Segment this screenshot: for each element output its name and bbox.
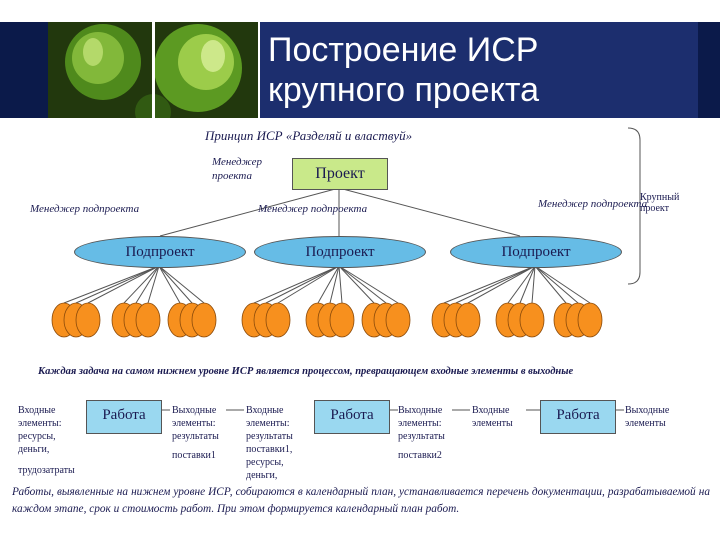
block2-output-line: поставки2 — [398, 450, 442, 461]
fan-line — [443, 265, 536, 304]
subproject-1: Подпроект — [74, 236, 246, 268]
fan-line — [158, 265, 205, 304]
bottom-paragraph: Работы, выявленные на нижнем уровне ИСР,… — [12, 486, 710, 515]
fan-line — [158, 265, 181, 304]
fan-line — [467, 265, 536, 304]
title-line-2: крупного проекта — [268, 71, 540, 109]
fan-line — [63, 265, 160, 304]
subproject-manager-right: Менеджер подпроекта — [538, 198, 648, 210]
block1-output-line: результаты — [172, 431, 219, 442]
block1-input: Входные элементы: ресурсы, деньги, трудо… — [18, 404, 75, 477]
block3-output: Выходные элементы — [625, 404, 669, 430]
green-leaf-photo — [48, 22, 260, 118]
task-leaf — [455, 302, 481, 338]
block1-output: Выходные элементы: результаты поставки1 — [172, 404, 219, 462]
fan-line — [87, 265, 160, 304]
spacer — [18, 456, 75, 464]
manager-project-line-2: проекта — [212, 170, 252, 182]
block1-input-line: деньги, — [18, 444, 50, 455]
large-project-label: Крупный проект — [640, 192, 679, 214]
task-leaf — [519, 302, 545, 338]
title-box — [258, 22, 698, 118]
block2-input-line: деньги, — [246, 470, 278, 481]
fan-line — [338, 265, 343, 304]
block2-input-line: Входные — [246, 405, 284, 416]
block2-input-line: ресурсы, — [246, 457, 284, 468]
block2-output-line: элементы: — [398, 418, 442, 429]
block1-output-line: Выходные — [172, 405, 217, 416]
block2-input-line: поставки1, — [246, 444, 293, 455]
fan-line — [317, 265, 340, 304]
subproject-2: Подпроект — [254, 236, 426, 268]
block1-output-line: элементы: — [172, 418, 216, 429]
block2-input-line: результаты — [246, 431, 293, 442]
block1-input-line: элементы: — [18, 418, 62, 429]
work-box-1: Работа — [86, 400, 162, 434]
task-leaf — [191, 302, 217, 338]
fan-line — [147, 265, 160, 304]
task-leaf — [265, 302, 291, 338]
slide-title: Построение ИСР крупного проекта — [268, 30, 688, 110]
work-box-3: Работа — [540, 400, 616, 434]
block2-output: Выходные элементы: результаты поставки2 — [398, 404, 445, 462]
principle-title: Принцип ИСР «Разделяй и властвуй» — [205, 128, 413, 143]
task-leaf — [577, 302, 603, 338]
fan-line — [265, 265, 340, 304]
task-leaf — [135, 302, 161, 338]
block1-output-line: поставки1 — [172, 450, 216, 461]
task-leaf — [385, 302, 411, 338]
task-leaf — [329, 302, 355, 338]
block1-input-line: трудозатраты — [18, 465, 75, 476]
fan-line — [534, 265, 579, 304]
fan-line — [75, 265, 160, 304]
large-project-line-1: Крупный — [640, 192, 680, 203]
large-project-line-2: проект — [640, 203, 670, 214]
title-line-1: Построение ИСР — [268, 31, 539, 69]
manager-project-label: Менеджер проекта — [212, 155, 262, 183]
block1-input-line: ресурсы, — [18, 431, 56, 442]
project-box: Проект — [292, 158, 388, 190]
fan-line — [135, 265, 160, 304]
block3-input: Входные элементы — [472, 404, 513, 430]
fan-line — [338, 265, 399, 304]
fan-line — [277, 265, 340, 304]
fan-line — [338, 265, 387, 304]
manager-project-line-1: Менеджер — [212, 156, 262, 168]
block3-output-line: элементы — [625, 418, 666, 429]
work-box-2: Работа — [314, 400, 390, 434]
fan-line — [531, 265, 536, 304]
task-leaf — [75, 302, 101, 338]
fan-line — [329, 265, 340, 304]
block3-input-line: Входные — [472, 405, 510, 416]
fan-line — [253, 265, 340, 304]
block3-output-line: Выходные — [625, 405, 670, 416]
fan-line — [534, 265, 567, 304]
block2-output-line: Выходные — [398, 405, 443, 416]
fan-line — [338, 265, 375, 304]
block2-input-line: элементы: — [246, 418, 290, 429]
block2-input: Входные элементы: результаты поставки1, … — [246, 404, 293, 482]
subproject-3: Подпроект — [450, 236, 622, 268]
subproject-manager-left: Менеджер подпроекта — [30, 203, 140, 215]
fan-line — [507, 265, 536, 304]
subproject-manager-center: Менеджер подпроекта — [258, 203, 368, 215]
block1-input-line: Входные — [18, 405, 56, 416]
fan-line — [534, 265, 591, 304]
fan-line — [519, 265, 536, 304]
process-caption: Каждая задача на самом нижнем уровне ИСР… — [38, 366, 574, 377]
block3-input-line: элементы — [472, 418, 513, 429]
fan-line — [455, 265, 536, 304]
block2-output-line: результаты — [398, 431, 445, 442]
fan-line — [123, 265, 160, 304]
fan-line — [158, 265, 193, 304]
slide-header: Построение ИСР крупного проекта — [0, 0, 720, 118]
